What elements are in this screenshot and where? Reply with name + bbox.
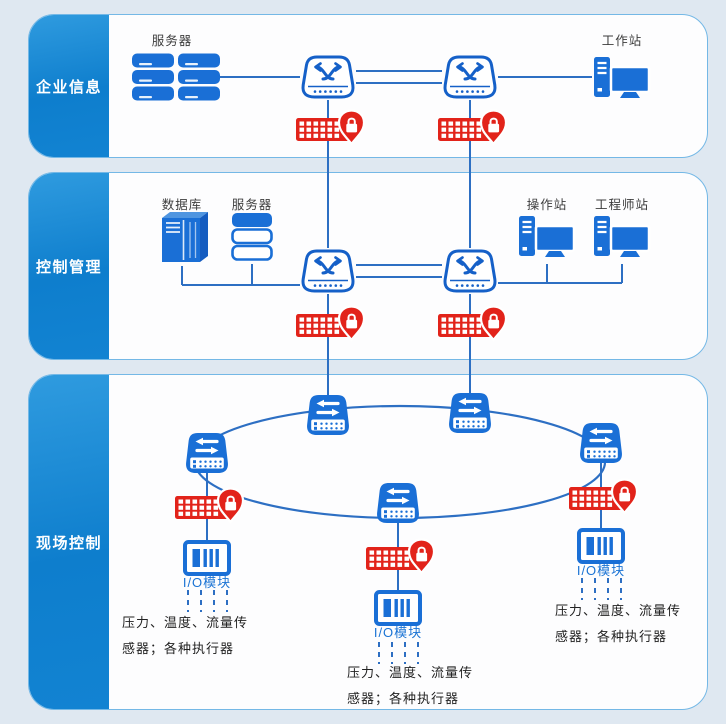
server-label: 服务器: [231, 198, 273, 212]
sensor-text-line2: 感器；各种执行器: [347, 691, 460, 706]
io-module-label: I/O模块: [576, 563, 626, 578]
sensor-text-line2: 感器；各种执行器: [122, 641, 235, 656]
tier-label: 现场控制: [35, 534, 102, 552]
tier-label: 企业信息: [35, 78, 102, 96]
sensor-actuator-text: 压力、温度、流量传 感器；各种执行器: [555, 598, 681, 650]
sensor-text-line1: 压力、温度、流量传: [347, 665, 474, 680]
engineer-station-label: 工程师站: [594, 198, 650, 212]
operator-station-label: 操作站: [526, 198, 568, 212]
sensor-actuator-text: 压力、温度、流量传 感器；各种执行器: [347, 660, 473, 712]
server-group-label: 服务器: [151, 34, 193, 48]
sensor-actuator-text: 压力、温度、流量传 感器；各种执行器: [122, 610, 248, 662]
tier-label: 控制管理: [35, 258, 102, 276]
sensor-text-line1: 压力、温度、流量传: [555, 603, 682, 618]
tier-label-bar-field: 现场控制: [29, 375, 109, 709]
tier-label-bar-enterprise: 企业信息: [29, 15, 109, 157]
sensor-text-line2: 感器；各种执行器: [555, 629, 668, 644]
io-module-label: I/O模块: [373, 625, 423, 640]
database-label: 数据库: [161, 198, 203, 212]
tier-label-bar-control: 控制管理: [29, 173, 109, 359]
workstation-label: 工作站: [601, 34, 643, 48]
io-module-label: I/O模块: [182, 575, 232, 590]
sensor-text-line1: 压力、温度、流量传: [122, 615, 249, 630]
